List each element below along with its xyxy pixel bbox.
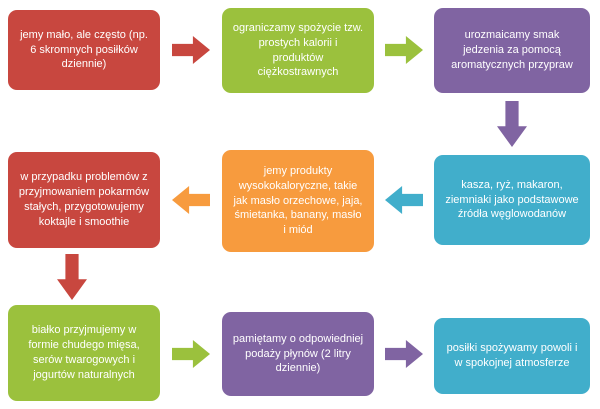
arrow-down-icon: [497, 101, 527, 147]
flow-step-6-label: w przypadku problemów z przyjmowaniem po…: [18, 171, 150, 228]
flow-step-9: posiłki spożywamy powoli i w spokojnej a…: [434, 318, 590, 394]
flow-step-8: pamiętamy o odpowiedniej podaży płynów (…: [222, 312, 374, 396]
arrow-left-icon: [172, 186, 210, 214]
flow-step-5-label: jemy produkty wysokokaloryczne, takie ja…: [233, 164, 363, 237]
flow-step-2-label: ograniczamy spożycie tzw. prostych kalor…: [232, 21, 364, 79]
flow-step-5: jemy produkty wysokokaloryczne, takie ja…: [222, 150, 374, 252]
flow-step-8-label: pamiętamy o odpowiedniej podaży płynów (…: [232, 332, 364, 375]
flow-step-1: jemy mało, ale często (np. 6 skromnych p…: [8, 10, 160, 90]
arrow-right-icon: [385, 340, 423, 368]
arrow-right-icon: [172, 36, 210, 64]
flow-step-4-label: kasza, ryż, makaron, ziemniaki jako pods…: [445, 178, 579, 221]
flow-step-9-label: posiłki spożywamy powoli i w spokojnej a…: [446, 342, 578, 369]
flow-step-3: urozmaicamy smak jedzenia za pomocą arom…: [434, 8, 590, 93]
arrow-right-icon: [385, 36, 423, 64]
flow-step-7-label: białko przyjmujemy w formie chudego mięs…: [28, 324, 140, 381]
flow-step-7: białko przyjmujemy w formie chudego mięs…: [8, 305, 160, 401]
flow-step-6: w przypadku problemów z przyjmowaniem po…: [8, 152, 160, 248]
flow-step-1-label: jemy mało, ale często (np. 6 skromnych p…: [20, 28, 148, 71]
flow-step-2: ograniczamy spożycie tzw. prostych kalor…: [222, 8, 374, 93]
flow-step-4: kasza, ryż, makaron, ziemniaki jako pods…: [434, 155, 590, 245]
arrow-right-icon: [172, 340, 210, 368]
arrow-left-icon: [385, 186, 423, 214]
flow-step-3-label: urozmaicamy smak jedzenia za pomocą arom…: [451, 29, 573, 71]
arrow-down-icon: [57, 254, 87, 300]
